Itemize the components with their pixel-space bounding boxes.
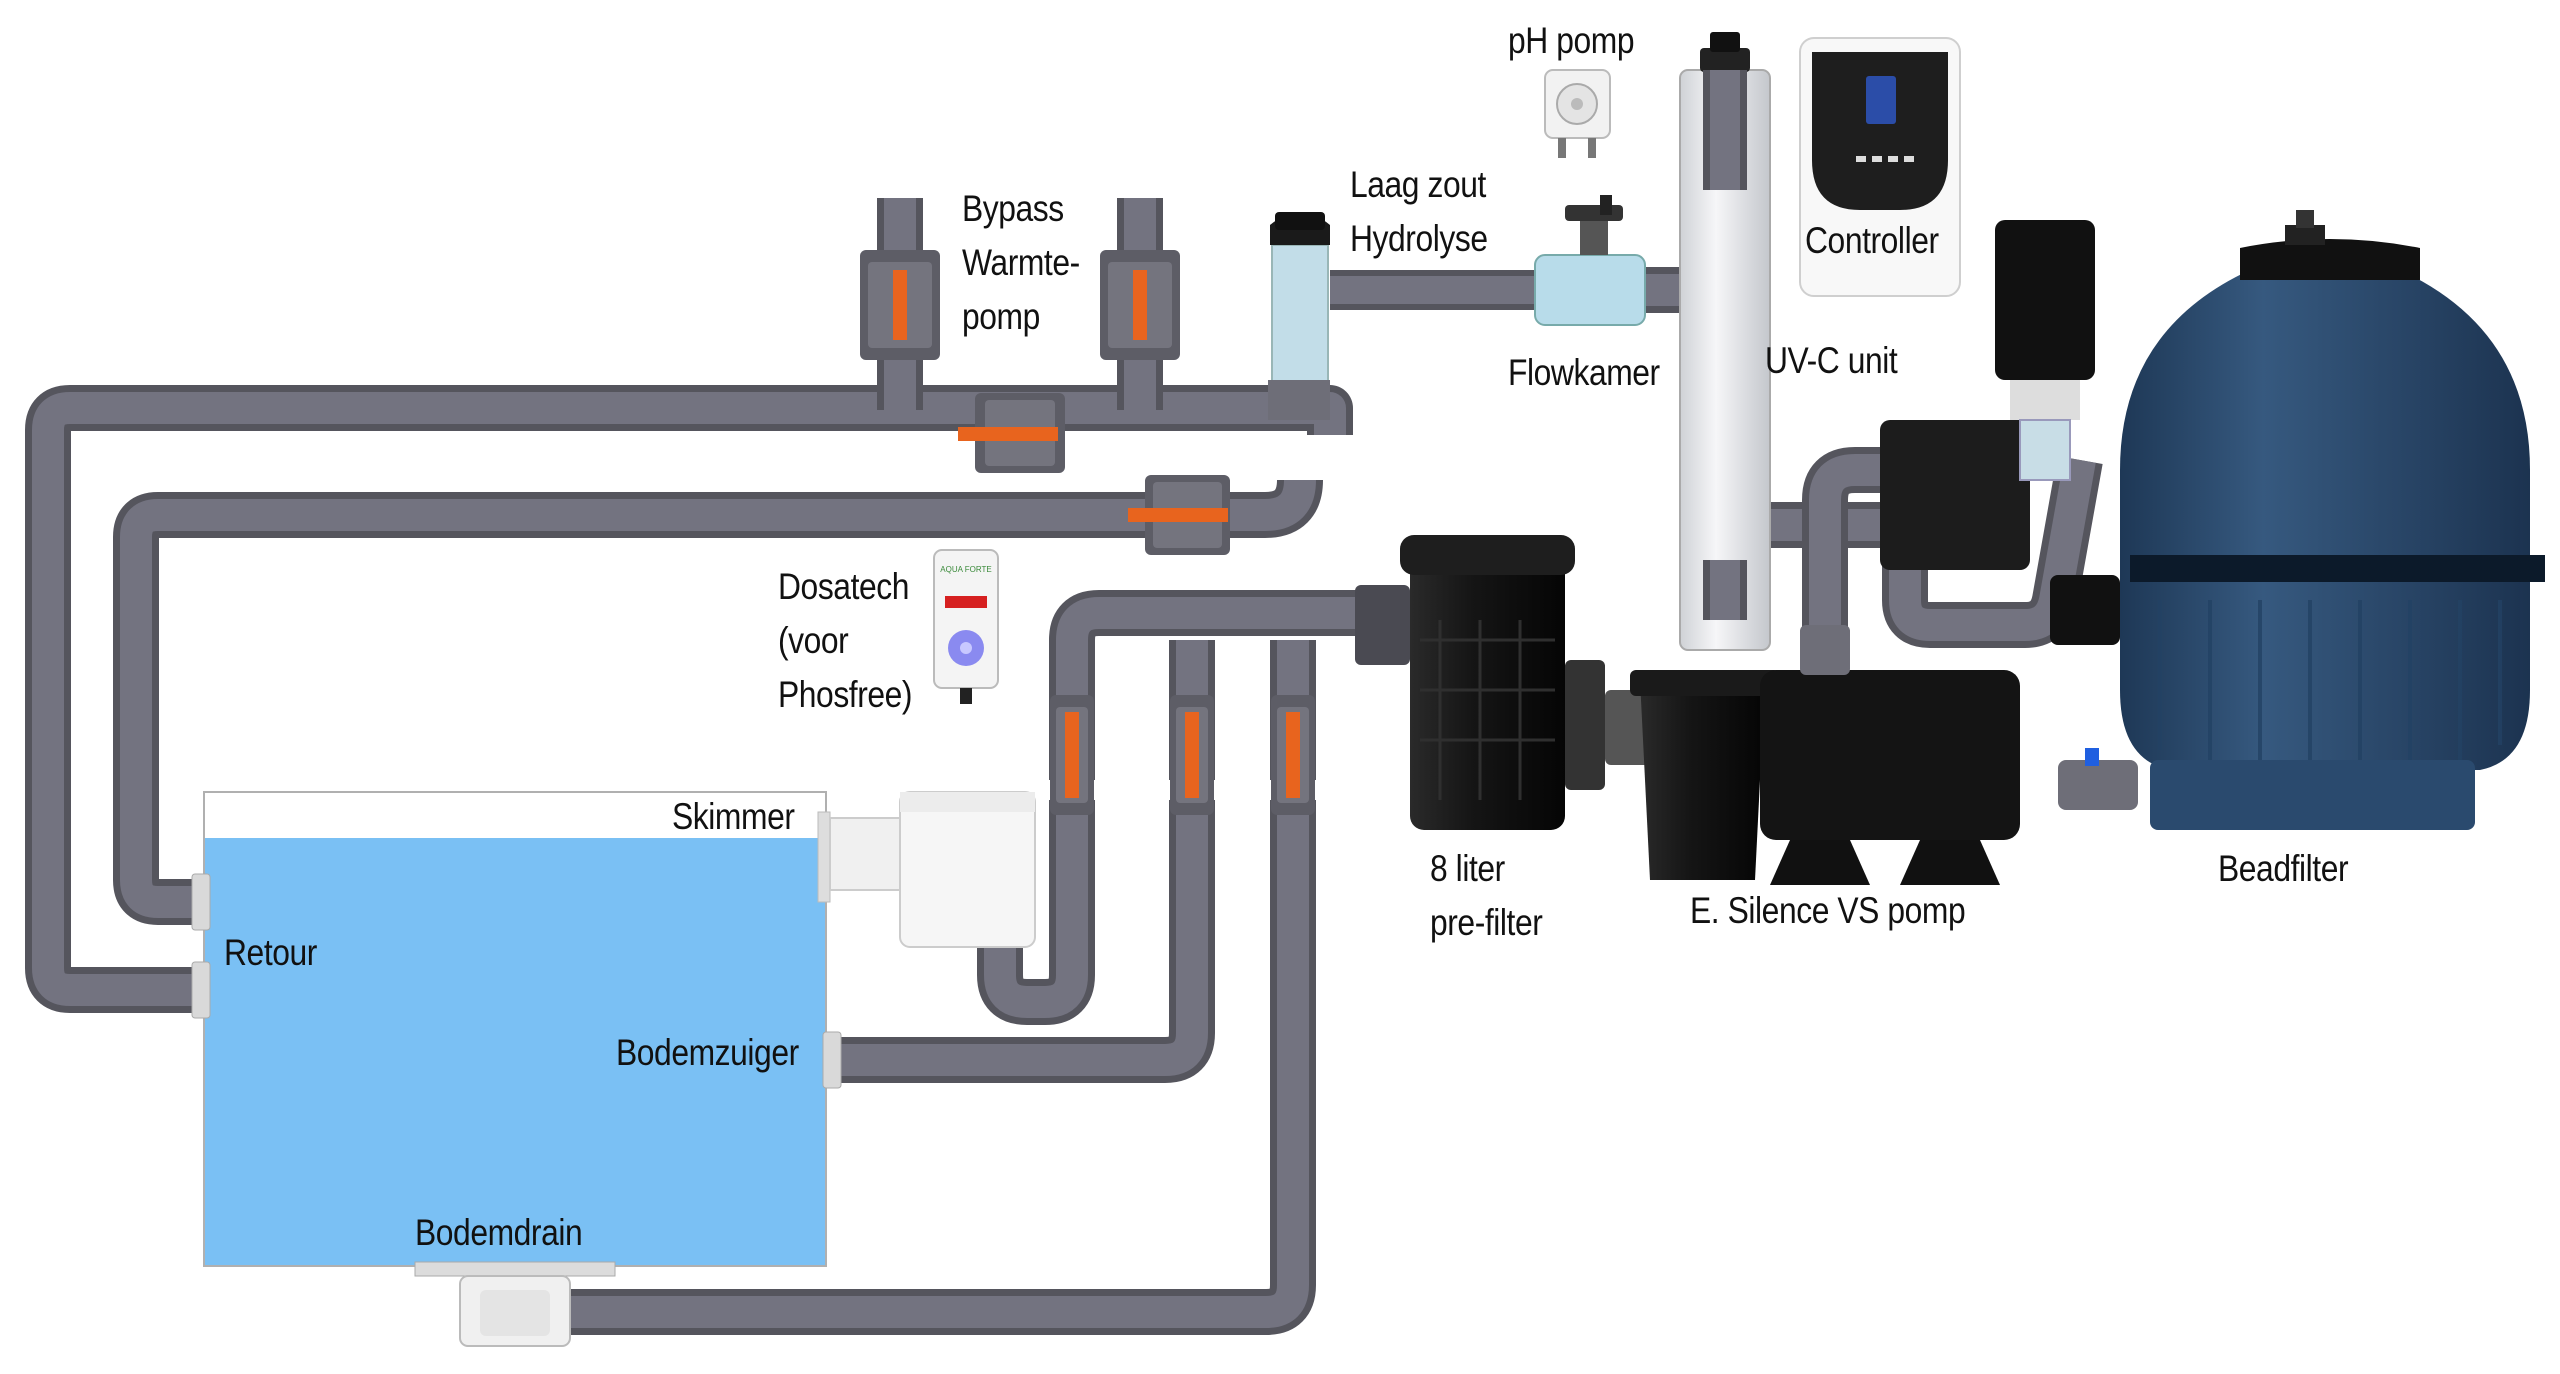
uvc-unit xyxy=(1679,32,1771,651)
label-bodemdrain: Bodemdrain xyxy=(415,1212,583,1253)
bodemzuiger-valve[interactable] xyxy=(1170,695,1214,815)
pool xyxy=(203,791,827,1267)
bodemdrain xyxy=(414,1261,616,1347)
label-retour: Retour xyxy=(224,932,317,973)
return-valve[interactable] xyxy=(1128,475,1230,555)
flowkamer xyxy=(1534,195,1646,326)
label-skimmer: Skimmer xyxy=(672,796,795,837)
skimmer-valve[interactable] xyxy=(1050,695,1094,815)
prefilter xyxy=(1355,535,1605,830)
bypass-valve-right[interactable] xyxy=(1100,250,1180,360)
label-dosatech: Dosatech (voor Phosfree) xyxy=(778,566,913,715)
controller xyxy=(1799,37,1961,297)
label-bodemzuiger: Bodemzuiger xyxy=(616,1032,799,1073)
pump xyxy=(1605,625,2020,885)
label-bypass-warmtepomp: Bypass Warmte- pomp xyxy=(962,188,1080,337)
label-flowkamer: Flowkamer xyxy=(1508,352,1660,393)
beadfilter xyxy=(1880,210,2545,830)
return-inlets xyxy=(191,873,842,1089)
bypass-valve-middle[interactable] xyxy=(958,393,1065,473)
salt-hydrolysis-cell xyxy=(1268,212,1330,420)
ph-pump xyxy=(1544,69,1611,158)
label-ph-pomp: pH pomp xyxy=(1508,20,1635,61)
label-pomp: E. Silence VS pomp xyxy=(1690,890,1966,931)
bodemdrain-valve[interactable] xyxy=(1271,695,1315,815)
dosatech-logo: AQUA FORTE xyxy=(940,565,991,574)
label-uvc-unit: UV-C unit xyxy=(1765,340,1898,381)
label-laag-zout-hydrolyse: Laag zout Hydrolyse xyxy=(1350,164,1488,259)
skimmer xyxy=(817,791,1036,948)
valves xyxy=(860,250,1315,815)
pool-water xyxy=(205,838,825,1265)
bypass-valve-left[interactable] xyxy=(860,250,940,360)
label-beadfilter: Beadfilter xyxy=(2218,848,2349,889)
label-controller: Controller xyxy=(1805,220,1939,261)
label-prefilter: 8 liter pre-filter xyxy=(1430,848,1543,943)
dosatech-pump: AQUA FORTE xyxy=(933,549,999,704)
